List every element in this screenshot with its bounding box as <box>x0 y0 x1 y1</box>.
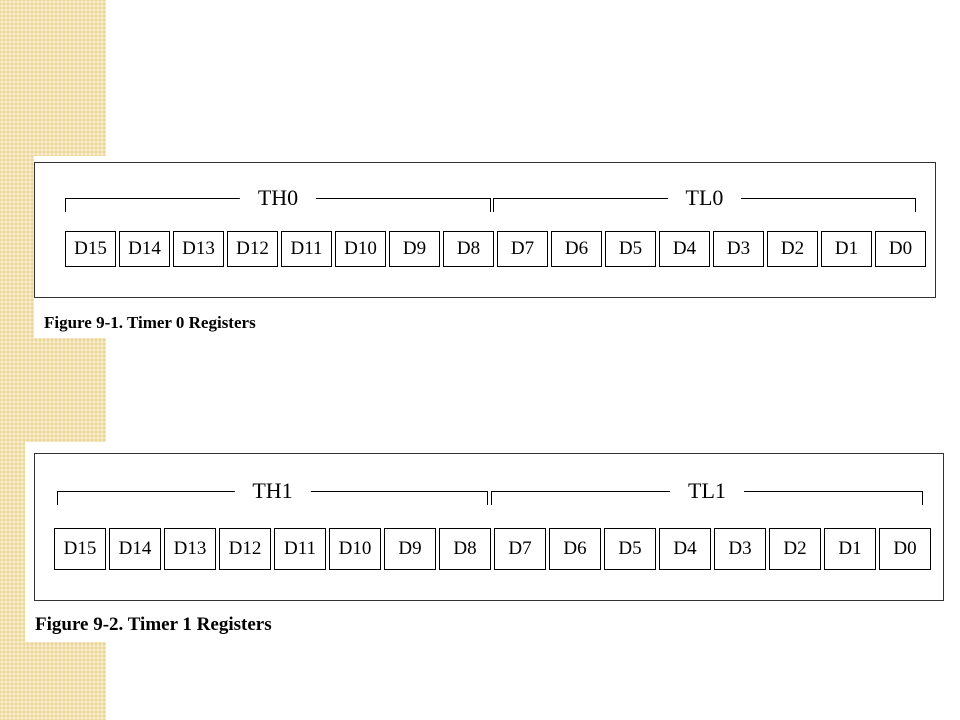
bit-cell: D11 <box>274 528 326 570</box>
bit-cell: D3 <box>714 528 766 570</box>
bracket-low-byte: TL0 <box>493 186 916 212</box>
bit-cell: D6 <box>551 231 602 267</box>
bit-cell: D14 <box>119 231 170 267</box>
bit-cell: D4 <box>659 231 710 267</box>
bit-cell: D9 <box>384 528 436 570</box>
figure-timer1: TH1 TL1 D15 D14 D13 D12 D11 D10 D9 D8 D7… <box>25 442 949 642</box>
register-bits: D15 D14 D13 D12 D11 D10 D9 D8 D7 D6 D5 D… <box>54 528 931 570</box>
bit-cell: D11 <box>281 231 332 267</box>
bracket-low-byte: TL1 <box>491 479 923 505</box>
bit-cell: D8 <box>443 231 494 267</box>
bit-cell: D5 <box>605 231 656 267</box>
bit-cell: D10 <box>335 231 386 267</box>
bit-cell: D8 <box>439 528 491 570</box>
bit-cell: D7 <box>497 231 548 267</box>
high-byte-label: TH0 <box>239 186 317 210</box>
bit-cell: D3 <box>713 231 764 267</box>
bit-cell: D7 <box>494 528 546 570</box>
bit-cell: D1 <box>821 231 872 267</box>
figure-caption: Figure 9-1. Timer 0 Registers <box>44 313 256 332</box>
decorative-sidebar <box>0 0 106 720</box>
bit-cell: D4 <box>659 528 711 570</box>
figure-timer0: TH0 TL0 D15 D14 D13 D12 D11 D10 D9 D8 D7… <box>34 156 940 338</box>
low-byte-label: TL0 <box>667 186 742 210</box>
bit-cell: D5 <box>604 528 656 570</box>
bit-cell: D13 <box>164 528 216 570</box>
bit-cell: D2 <box>767 231 818 267</box>
bit-cell: D10 <box>329 528 381 570</box>
figure-caption: Figure 9-2. Timer 1 Registers <box>35 614 272 635</box>
high-byte-label: TH1 <box>234 479 311 503</box>
bit-cell: D15 <box>65 231 116 267</box>
bit-cell: D0 <box>875 231 926 267</box>
bit-cell: D0 <box>879 528 931 570</box>
bit-cell: D13 <box>173 231 224 267</box>
bit-cell: D15 <box>54 528 106 570</box>
figure-frame <box>34 453 944 601</box>
bit-cell: D12 <box>219 528 271 570</box>
bit-cell: D9 <box>389 231 440 267</box>
register-bits: D15 D14 D13 D12 D11 D10 D9 D8 D7 D6 D5 D… <box>65 231 926 267</box>
bit-cell: D1 <box>824 528 876 570</box>
bit-cell: D12 <box>227 231 278 267</box>
bit-cell: D2 <box>769 528 821 570</box>
bracket-high-byte: TH1 <box>57 479 488 505</box>
bracket-high-byte: TH0 <box>65 186 491 212</box>
low-byte-label: TL1 <box>670 479 744 503</box>
bit-cell: D14 <box>109 528 161 570</box>
bit-cell: D6 <box>549 528 601 570</box>
figure-frame <box>34 162 936 298</box>
